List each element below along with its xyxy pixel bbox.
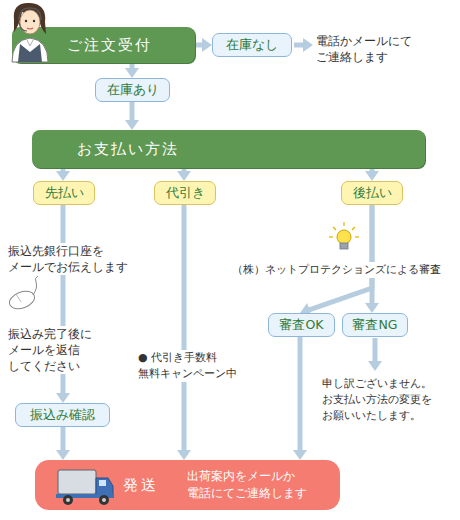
stock-pill-node: 在庫なし [212, 33, 292, 57]
leader-arrow [294, 38, 313, 52]
step-text: 振込先銀行口座を メールでお伝えします [8, 243, 128, 275]
arrow-line [182, 205, 187, 451]
arrow-head [56, 450, 70, 460]
confirm-pill: 振込み確認 [30, 407, 95, 424]
arrow-head [293, 450, 307, 460]
arrow-head [202, 38, 212, 52]
order-box-node: ご注文受付 [12, 27, 195, 63]
campaign-note: ● 代引き手数料 無料キャンペーン中 [138, 350, 246, 382]
leader-arrow [368, 338, 382, 371]
flow-arrow [125, 102, 139, 130]
flow-arrow [56, 427, 70, 460]
arrow-line [195, 43, 203, 48]
note-text: 電話かメールにて ご連絡します [316, 33, 412, 65]
method-pill: 後払い [353, 185, 392, 202]
flow-arrow [293, 337, 307, 460]
arrow-head [125, 68, 139, 78]
flow-arrow [177, 205, 191, 460]
result-pill: 審査OK [279, 317, 323, 334]
arrow-line [309, 205, 372, 310]
ship-heading: 発送 [123, 476, 159, 495]
arrow-head [365, 303, 379, 313]
arrow-head [365, 171, 379, 181]
method-pill-node: 後払い [341, 181, 403, 205]
result-pill: 審査NG [352, 317, 397, 334]
ship-body: 出荷案内をメールか 電話にてご連絡します [187, 468, 307, 502]
flow-arrow [125, 63, 139, 78]
flow-arrow [300, 205, 372, 316]
flow-arrow [177, 168, 191, 181]
stock-pill: 在庫なし [226, 37, 278, 54]
arrow-head [177, 450, 191, 460]
flow-arrow [365, 205, 379, 313]
flow-arrow [195, 38, 212, 52]
method-pill-node: 代引き [154, 181, 216, 205]
arrow-line [370, 205, 375, 304]
arrow-head [56, 393, 70, 403]
arrow-line [130, 102, 135, 121]
step-text: 振込み完了後に メールを返信 してください [8, 326, 92, 374]
review-text: （株）ネットプロテクションズによる審査 [232, 262, 441, 278]
flow-arrow [365, 168, 379, 181]
method-pill: 先払い [45, 185, 84, 202]
arrow-head [56, 171, 70, 181]
method-pill-node: 先払い [33, 181, 95, 205]
method-pill: 代引き [166, 185, 205, 202]
payment-band: お支払い方法 [77, 140, 179, 159]
stock-pill: 在庫あり [107, 82, 159, 99]
flow-arrow [56, 168, 70, 181]
mouse-icon [7, 276, 38, 312]
arrow-line [61, 427, 66, 451]
order-box: ご注文受付 [67, 36, 152, 55]
apology-text: 申し訳ございません。 お支払い方法の変更を お願いいたします。 [322, 376, 432, 424]
arrow-head [125, 120, 139, 130]
arrow-head [177, 171, 191, 181]
payment-band-node: お支払い方法 [32, 130, 425, 168]
result-pill-node: 審査NG [342, 313, 408, 337]
confirm-pill-node: 振込み確認 [15, 403, 110, 427]
result-pill-node: 審査OK [268, 313, 335, 337]
lightbulb-icon [329, 222, 359, 249]
arrow-line [298, 337, 303, 451]
ship-heading-node: 発送 出荷案内をメールか 電話にてご連絡します [35, 460, 340, 510]
stock-pill-node: 在庫あり [95, 78, 170, 102]
